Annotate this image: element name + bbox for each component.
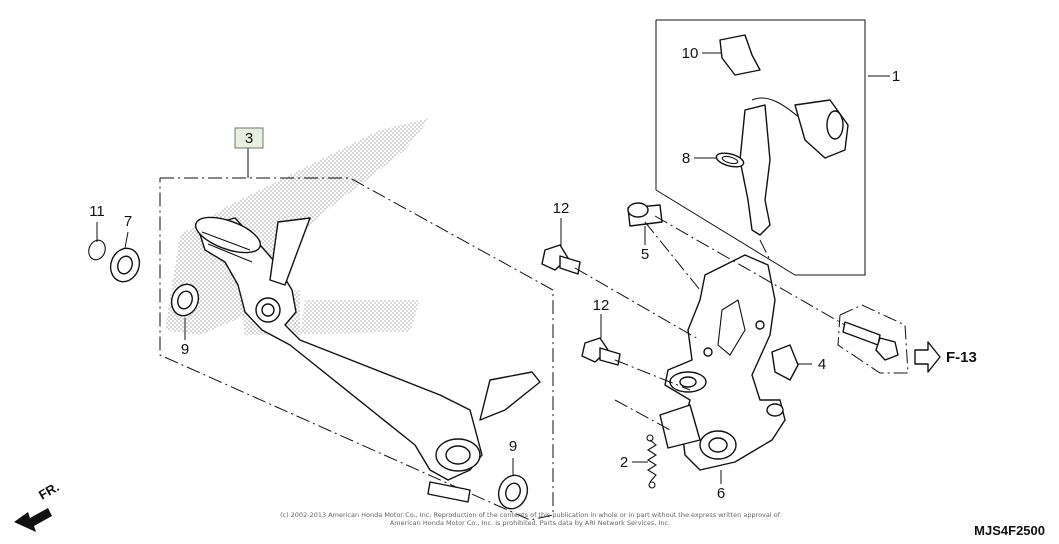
dust-seal-9-right	[497, 474, 529, 510]
spring-clip	[771, 344, 799, 381]
boxed-callout-3: 3	[234, 127, 264, 149]
return-spring	[646, 434, 658, 489]
washer-7	[109, 247, 141, 283]
callout-4: 4	[818, 356, 826, 373]
assembly-lines	[574, 215, 846, 431]
copyright-notice: (c) 2002-2013 American Honda Motor Co., …	[279, 511, 781, 527]
callout-11: 11	[89, 203, 105, 220]
callout-10: 10	[682, 45, 699, 62]
pedal-bracket	[659, 254, 786, 471]
snap-ring-11	[88, 239, 106, 261]
front-label: FR.	[36, 479, 62, 502]
reference-arrow	[914, 341, 941, 373]
leader-lines	[96, 52, 890, 484]
wire-clip	[719, 34, 761, 76]
callout-12-upper: 12	[553, 200, 570, 217]
reference-label: F-13	[946, 349, 977, 366]
flange-bolt-lower	[581, 337, 621, 366]
callout-7: 7	[124, 213, 132, 230]
callout-9-right: 9	[509, 438, 517, 455]
callout-5: 5	[641, 246, 649, 263]
brake-pedal	[194, 216, 541, 503]
diagram-code: MJS4F2500	[974, 523, 1045, 538]
svg-text:3: 3	[245, 130, 253, 147]
o-ring	[715, 152, 745, 168]
stop-switch-sensor	[739, 97, 849, 236]
callout-1: 1	[892, 68, 900, 85]
callout-9-left: 9	[181, 341, 189, 358]
callout-12-lower: 12	[593, 297, 610, 314]
frame-bolt	[837, 304, 909, 374]
flange-bolt-upper	[541, 244, 581, 275]
callout-2: 2	[620, 454, 628, 471]
callout-8: 8	[682, 150, 690, 167]
sensor-assembly-frame	[655, 19, 866, 276]
pedal-assembly-frame	[159, 148, 554, 521]
collar	[627, 202, 663, 227]
dust-seal-9-left	[170, 283, 200, 317]
callout-6: 6	[717, 485, 725, 502]
front-arrow-icon	[14, 508, 52, 532]
